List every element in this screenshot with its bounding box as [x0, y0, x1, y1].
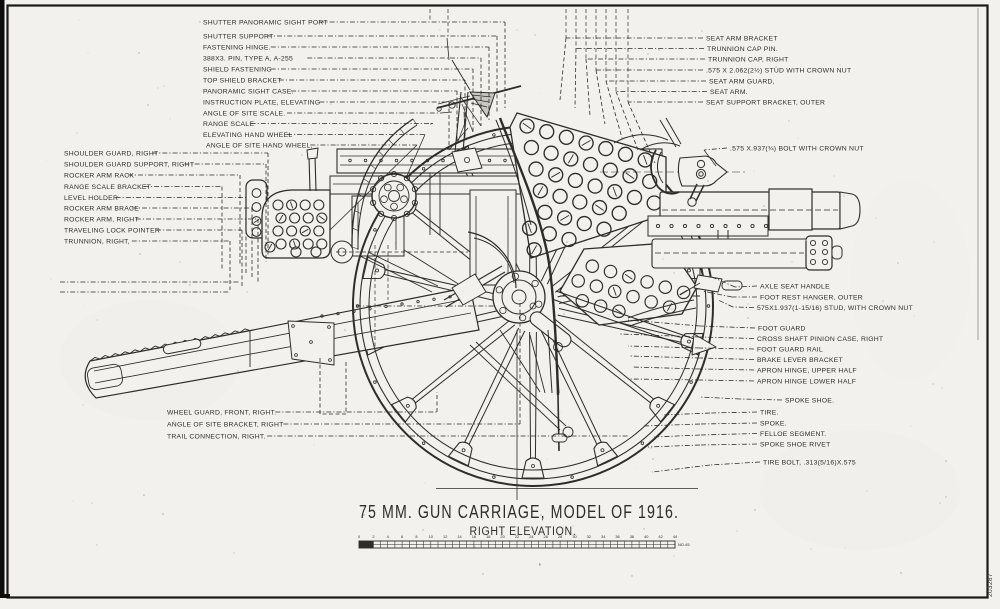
svg-text:SPOKE.: SPOKE.	[760, 420, 787, 427]
svg-text:BRAKE LEVER BRACKET: BRAKE LEVER BRACKET	[757, 357, 843, 364]
svg-text:32: 32	[587, 534, 591, 539]
svg-text:SHIELD FASTENING: SHIELD FASTENING	[203, 66, 272, 73]
svg-text:24: 24	[529, 534, 534, 539]
svg-text:FELLOE SEGMENT.: FELLOE SEGMENT.	[760, 431, 826, 438]
svg-text:ROCKER ARM BRACE: ROCKER ARM BRACE	[64, 205, 139, 212]
svg-text:CROSS SHAFT PINION CASE, RIGHT: CROSS SHAFT PINION CASE, RIGHT	[757, 336, 883, 343]
svg-text:14: 14	[457, 534, 462, 539]
svg-text:ROCKER ARM, RIGHT: ROCKER ARM, RIGHT	[64, 216, 139, 223]
svg-text:SEAT ARM BRACKET: SEAT ARM BRACKET	[706, 35, 778, 42]
svg-text:.575 X 2.062(2½) STUD WITH CRO: .575 X 2.062(2½) STUD WITH CROWN NUT	[706, 66, 851, 74]
svg-text:28: 28	[558, 534, 562, 539]
svg-text:ANGLE OF SITE SCALE.: ANGLE OF SITE SCALE.	[203, 110, 285, 117]
svg-text:4: 4	[387, 534, 390, 539]
svg-text:ANGLE OF SITE BRACKET, RIGHT: ANGLE OF SITE BRACKET, RIGHT	[167, 421, 284, 428]
svg-text:42: 42	[658, 534, 662, 539]
svg-text:APRON HINGE, UPPER HALF: APRON HINGE, UPPER HALF	[757, 367, 857, 374]
svg-text:APRON HINGE LOWER HALF: APRON HINGE LOWER HALF	[757, 378, 856, 385]
svg-text:26: 26	[544, 534, 548, 539]
svg-text:SPOKE SHOE.: SPOKE SHOE.	[785, 397, 834, 404]
svg-text:FASTENING HINGE.: FASTENING HINGE.	[203, 44, 271, 51]
svg-text:NO.45: NO.45	[678, 542, 690, 547]
svg-text:LEVEL HOLDER: LEVEL HOLDER	[64, 195, 118, 202]
svg-text:SHUTTER SUPPORT: SHUTTER SUPPORT	[203, 33, 273, 40]
svg-text:TIRE BOLT, .313(5/16)X.575: TIRE BOLT, .313(5/16)X.575	[763, 459, 856, 466]
svg-text:75 MM. GUN CARRIAGE, MODEL OF: 75 MM. GUN CARRIAGE, MODEL OF 1916.	[359, 502, 679, 522]
svg-text:FOOT GUARD: FOOT GUARD	[758, 325, 806, 332]
svg-text:TRAIL CONNECTION, RIGHT.: TRAIL CONNECTION, RIGHT.	[167, 433, 266, 440]
svg-text:18: 18	[486, 534, 490, 539]
svg-text:12: 12	[443, 534, 447, 539]
svg-text:10: 10	[429, 534, 434, 539]
svg-text:ROCKER ARM RACK: ROCKER ARM RACK	[64, 172, 134, 179]
svg-text:TRUNNION CAP, RIGHT: TRUNNION CAP, RIGHT	[708, 56, 789, 63]
svg-text:2: 2	[372, 534, 374, 539]
svg-text:388X3. PIN, TYPE A, A-255: 388X3. PIN, TYPE A, A-255	[203, 55, 293, 62]
svg-text:SHOULDER GUARD SUPPORT, RIGHT: SHOULDER GUARD SUPPORT, RIGHT	[64, 161, 194, 168]
svg-text:44: 44	[673, 534, 678, 539]
svg-text:ELEVATING HAND WHEEL: ELEVATING HAND WHEEL	[203, 132, 292, 139]
svg-text:SEAT ARM GUARD,: SEAT ARM GUARD,	[709, 78, 775, 85]
svg-text:36: 36	[615, 534, 619, 539]
svg-text:SHUTTER PANORAMIC SIGHT PORT: SHUTTER PANORAMIC SIGHT PORT	[203, 19, 328, 26]
svg-text:38: 38	[630, 534, 634, 539]
svg-text:FOOT REST HANGER, OUTER: FOOT REST HANGER, OUTER	[760, 294, 863, 301]
svg-text:0: 0	[358, 534, 361, 539]
svg-text:TIRE.: TIRE.	[760, 409, 779, 416]
svg-text:575X1.937(1-15/16) STUD, WITH: 575X1.937(1-15/16) STUD, WITH CROWN NUT	[757, 305, 913, 312]
svg-text:FOOT GUARD RAIL: FOOT GUARD RAIL	[757, 346, 823, 353]
svg-text:8: 8	[415, 534, 417, 539]
svg-text:’: ’	[539, 562, 541, 572]
svg-text:AXLE SEAT HANDLE: AXLE SEAT HANDLE	[760, 283, 830, 290]
svg-text:SPOKE SHOE RIVET: SPOKE SHOE RIVET	[760, 441, 830, 448]
svg-text:20: 20	[500, 534, 505, 539]
svg-text:WHEEL GUARD, FRONT, RIGHT.: WHEEL GUARD, FRONT, RIGHT.	[167, 409, 276, 416]
svg-text:RIGHT ELEVATION.: RIGHT ELEVATION.	[470, 525, 577, 538]
svg-text:22: 22	[515, 534, 519, 539]
svg-text:6: 6	[401, 534, 403, 539]
svg-text:SHOULDER GUARD, RIGHT: SHOULDER GUARD, RIGHT	[64, 150, 158, 157]
svg-text:TRUNNION CAP PIN.: TRUNNION CAP PIN.	[707, 46, 778, 53]
svg-text:SEAT ARM.: SEAT ARM.	[710, 89, 748, 96]
svg-text:RANGE SCALE: RANGE SCALE	[203, 121, 254, 128]
svg-text:16: 16	[472, 534, 476, 539]
svg-text:30: 30	[572, 534, 577, 539]
svg-text:INSTRUCTION PLATE, ELEVATING: INSTRUCTION PLATE, ELEVATING	[203, 99, 320, 106]
svg-text:TRUNNION, RIGHT,: TRUNNION, RIGHT,	[64, 238, 130, 245]
svg-text:SEAT SUPPORT BRACKET, OUTER: SEAT SUPPORT BRACKET, OUTER	[706, 99, 825, 106]
svg-text:TOP SHIELD BRACKET: TOP SHIELD BRACKET	[203, 77, 282, 84]
svg-text:TRAVELING LOCK POINTER: TRAVELING LOCK POINTER	[64, 227, 160, 234]
svg-text:34: 34	[601, 534, 606, 539]
svg-text:PANORAMIC SIGHT CASE.: PANORAMIC SIGHT CASE.	[203, 88, 294, 95]
svg-text:RANGE SCALE BRACKET: RANGE SCALE BRACKET	[64, 184, 151, 191]
svg-text:40: 40	[644, 534, 649, 539]
svg-text:ANGLE OF SITE HAND WHEEL,: ANGLE OF SITE HAND WHEEL,	[206, 142, 313, 149]
svg-text:.575 X.937(¾) BOLT WITH CROWN: .575 X.937(¾) BOLT WITH CROWN NUT	[730, 145, 864, 152]
svg-text:203287: 203287	[987, 573, 994, 597]
